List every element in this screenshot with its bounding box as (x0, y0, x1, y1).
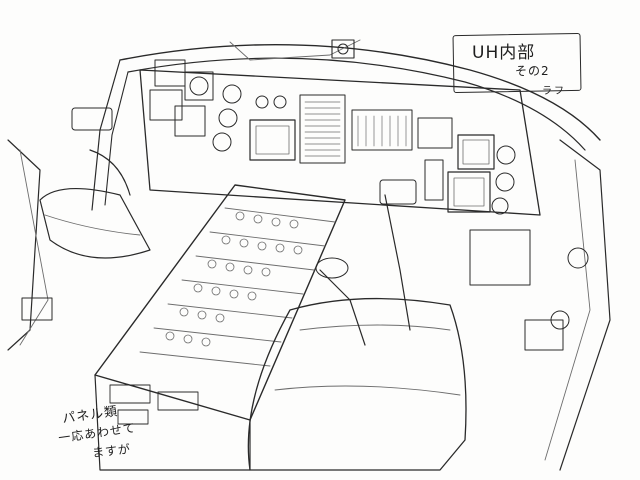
instrument-panel (139, 59, 541, 216)
left-seat (39, 188, 151, 259)
canopy-frame (91, 39, 601, 211)
title-annotation-line1: UH内部 (472, 43, 536, 63)
left-side-wall (7, 139, 53, 351)
title-annotation-line2: その2 (515, 64, 550, 78)
right-side-wall (469, 139, 611, 471)
control-sticks (71, 107, 417, 346)
right-seat (247, 297, 467, 471)
title-annotation-line3: ラフ (542, 86, 566, 97)
